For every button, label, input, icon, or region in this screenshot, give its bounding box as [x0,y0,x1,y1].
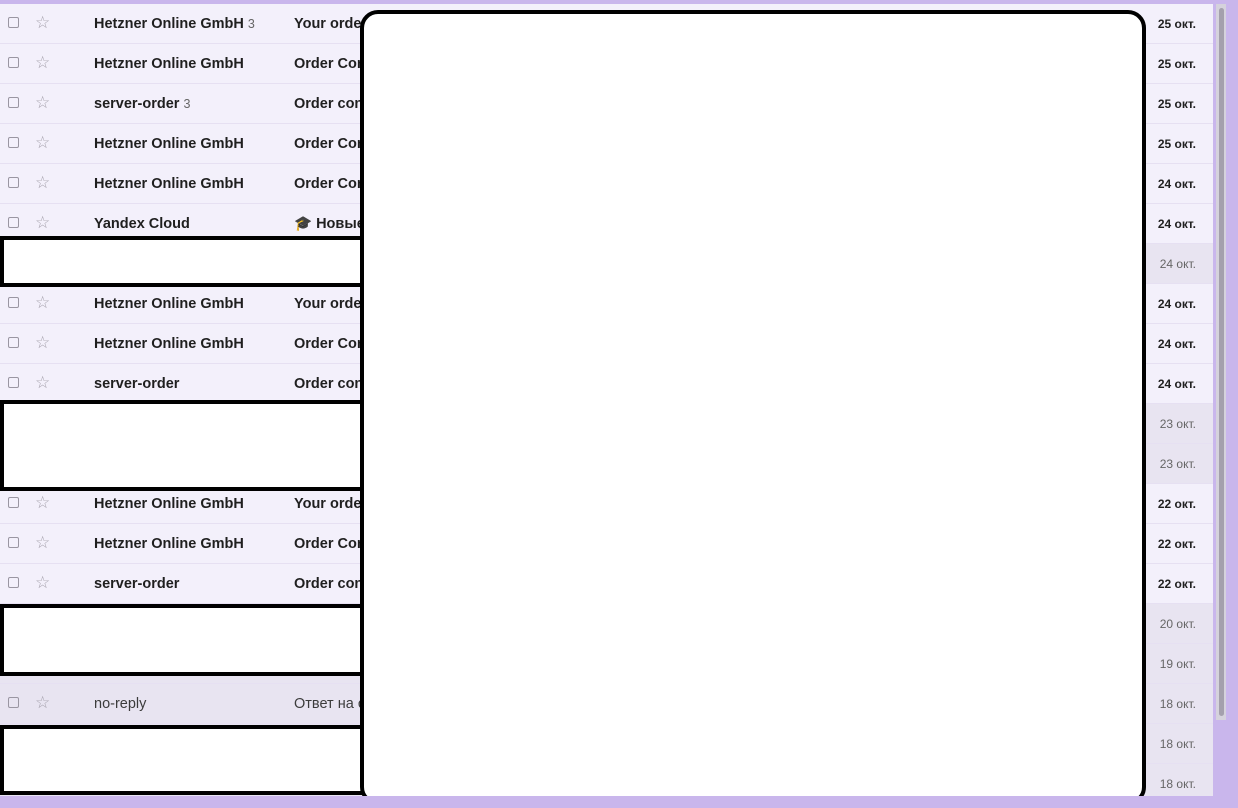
subject-text: Order Con [294,536,366,552]
sender-label: server-order [94,576,180,592]
received-date: 24 окт. [1157,217,1196,231]
redaction-box [0,236,406,287]
received-date: 18 окт. [1159,737,1196,751]
subject-text: 🎓 Новые [294,216,365,232]
received-date: 20 окт. [1159,617,1196,631]
star-icon[interactable]: ☆ [35,213,51,232]
sender-label: Hetzner Online GmbH [94,536,244,552]
received-date: 25 окт. [1157,137,1196,151]
sender-name: Hetzner Online GmbH [94,336,244,352]
star-icon[interactable]: ☆ [35,173,51,192]
bottom-frame [0,796,1238,808]
redaction-box [0,400,424,491]
select-checkbox[interactable] [8,177,19,188]
redaction-box [0,725,430,795]
subject-text: Order con [294,576,364,592]
subject-text: Order con [294,96,364,112]
sender-name: Yandex Cloud [94,216,190,232]
star-icon[interactable]: ☆ [35,293,51,312]
received-date: 25 окт. [1157,57,1196,71]
star-icon[interactable]: ☆ [35,693,51,712]
sender-label: server-order [94,376,180,392]
sender-name: Hetzner Online GmbH [94,136,244,152]
select-checkbox[interactable] [8,297,19,308]
star-icon[interactable]: ☆ [35,53,51,72]
subject-text: Order con [294,376,364,392]
select-checkbox[interactable] [8,57,19,68]
received-date: 22 окт. [1157,577,1196,591]
sender-label: Hetzner Online GmbH [94,56,244,72]
received-date: 18 окт. [1159,697,1196,711]
received-date: 24 окт. [1157,297,1196,311]
sender-name: Hetzner Online GmbH [94,536,244,552]
received-date: 23 окт. [1159,417,1196,431]
sender-name: server-order [94,376,179,392]
subject-text: Order Con [294,336,366,352]
sender-name: no-reply [94,696,146,712]
sender-label: Hetzner Online GmbH [94,136,244,152]
sender-label: no-reply [94,696,147,712]
select-checkbox[interactable] [8,137,19,148]
sender-label: Hetzner Online GmbH [94,296,244,312]
subject-text: Your order [294,496,368,512]
sender-name: Hetzner Online GmbH [94,496,244,512]
received-date: 18 окт. [1159,777,1196,791]
received-date: 24 окт. [1159,257,1196,271]
select-checkbox[interactable] [8,17,19,28]
sender-name: server-order [94,576,179,592]
star-icon[interactable]: ☆ [35,333,51,352]
received-date: 19 окт. [1159,657,1196,671]
sender-name: Hetzner Online GmbH [94,176,244,192]
sender-label: server-order [94,96,180,112]
sender-label: Hetzner Online GmbH [94,16,244,32]
subject-text: Order Con [294,136,366,152]
received-date: 25 окт. [1157,17,1196,31]
received-date: 22 окт. [1157,537,1196,551]
thread-count: 3 [247,17,255,31]
subject-text: Order Con [294,176,366,192]
subject-text: Your order [294,16,368,32]
select-checkbox[interactable] [8,697,19,708]
sender-label: Yandex Cloud [94,216,190,232]
subject-text: Your order [294,296,368,312]
sender-name: Hetzner Online GmbH [94,296,244,312]
star-icon[interactable]: ☆ [35,373,51,392]
star-icon[interactable]: ☆ [35,573,51,592]
received-date: 22 окт. [1157,497,1196,511]
select-checkbox[interactable] [8,337,19,348]
blank-overlay-panel [360,10,1146,805]
scrollbar-thumb[interactable] [1219,8,1224,716]
star-icon[interactable]: ☆ [35,13,51,32]
subject-text: Ответ на с [294,696,366,712]
subject-text: Order Con [294,56,366,72]
star-icon[interactable]: ☆ [35,93,51,112]
received-date: 23 окт. [1159,457,1196,471]
thread-count: 3 [183,97,191,111]
select-checkbox[interactable] [8,97,19,108]
select-checkbox[interactable] [8,577,19,588]
select-checkbox[interactable] [8,377,19,388]
select-checkbox[interactable] [8,497,19,508]
star-icon[interactable]: ☆ [35,533,51,552]
sender-name: Hetzner Online GmbH [94,56,244,72]
sender-label: Hetzner Online GmbH [94,176,244,192]
received-date: 24 окт. [1157,377,1196,391]
redaction-box [0,604,412,676]
sender-label: Hetzner Online GmbH [94,496,244,512]
received-date: 25 окт. [1157,97,1196,111]
select-checkbox[interactable] [8,537,19,548]
sender-label: Hetzner Online GmbH [94,336,244,352]
star-icon[interactable]: ☆ [35,133,51,152]
received-date: 24 окт. [1157,177,1196,191]
star-icon[interactable]: ☆ [35,493,51,512]
received-date: 24 окт. [1157,337,1196,351]
select-checkbox[interactable] [8,217,19,228]
